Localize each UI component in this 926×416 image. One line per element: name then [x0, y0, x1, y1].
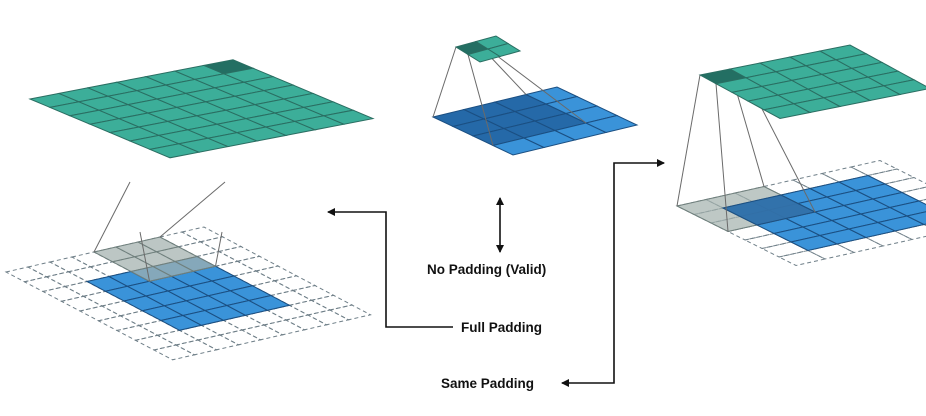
full-padding-input-padding-cell	[23, 276, 67, 293]
full-padding-input-padding-cell	[310, 294, 354, 311]
full-padding-input-padding-cell	[217, 245, 261, 262]
full-padding-output-layer	[28, 59, 375, 159]
full-padding-projection-lines	[93, 181, 226, 282]
no-padding-projection-line	[432, 46, 457, 118]
same-padding-projection-line	[676, 74, 701, 207]
same-padding-input-padding-cell	[849, 159, 899, 177]
same-padding-input-padding-cell	[777, 249, 827, 267]
full-padding-input-padding-cell	[306, 309, 350, 326]
no-padding-valid-label: No Padding (Valid)	[427, 262, 547, 277]
no-padding-projection-lines	[432, 41, 587, 146]
full-padding-input-padding-cell	[156, 329, 200, 346]
full-padding-input-padding-cell	[152, 344, 196, 361]
full-padding-input-padding-cell	[45, 271, 89, 288]
full-padding-input-padding-cell	[134, 334, 178, 351]
full-padding-kernel	[92, 236, 217, 282]
full-padding-projection-line	[139, 231, 150, 282]
full-padding-kernel-grid-line	[112, 246, 179, 263]
full-padding-connector-arrow	[327, 208, 453, 328]
same-padding-input-padding-cell	[806, 243, 856, 260]
full-padding-input-padding-cell	[180, 226, 224, 243]
connector-arrows	[327, 159, 665, 387]
no-padding-output-cell	[486, 42, 522, 58]
same-padding-input-padding-cell	[893, 223, 926, 241]
no-padding-input-cell	[584, 114, 639, 134]
same-padding-input-padding-cell	[760, 241, 810, 258]
same-padding-output-cell	[882, 79, 926, 96]
full-padding-input-padding-cell	[291, 284, 335, 301]
same-padding-connector-arrow	[561, 159, 665, 387]
same-padding-input-padding-cell	[864, 230, 914, 247]
no-padding-projection-line	[467, 54, 494, 146]
same-padding-input-padding-cell	[791, 172, 841, 190]
full-padding-input-padding-cell	[273, 275, 317, 292]
full-padding-kernel-grid-line	[115, 246, 172, 277]
full-padding-input-padding-cell	[288, 299, 332, 316]
same-padding-diagram	[675, 44, 926, 267]
no-padding-input-layer	[431, 86, 639, 156]
same-padding-input-layer	[675, 159, 926, 267]
full-padding-output-cell	[322, 109, 375, 125]
full-padding-projection-line	[215, 231, 223, 267]
same-padding-input-padding-cell	[726, 224, 776, 241]
same-padding-input-padding-cell	[743, 232, 793, 250]
full-padding-kernel-grid-line	[137, 241, 194, 272]
full-padding-projection-line	[159, 181, 226, 238]
full-padding-input-padding-cell	[48, 256, 92, 273]
full-padding-input-padding-cell	[218, 329, 262, 346]
full-padding-input-padding-cell	[4, 266, 48, 283]
full-padding-label: Full Padding	[461, 320, 542, 335]
no-padding-projection-line	[487, 48, 587, 124]
full-padding-input-padding-cell	[26, 261, 70, 278]
full-padding-input-padding-cell	[196, 334, 240, 351]
full-padding-input-padding-cell	[254, 265, 298, 282]
same-padding-label: Same Padding	[441, 376, 535, 391]
same-padding-output-layer	[698, 44, 926, 120]
same-padding-input-cell	[905, 211, 926, 226]
full-padding-input-padding-cell	[328, 304, 372, 321]
full-padding-input-padding-cell	[60, 295, 104, 312]
no-padding-output-layer	[454, 35, 522, 63]
full-padding-input-padding-cell	[240, 324, 284, 341]
full-padding-input-layer	[4, 226, 372, 361]
full-padding-input-padding-cell	[284, 314, 328, 331]
full-padding-input-padding-cell	[97, 315, 141, 332]
same-padding-input-padding-cell	[820, 166, 870, 183]
full-padding-diagram	[4, 59, 375, 361]
full-padding-kernel-grid-line	[130, 256, 198, 272]
same-padding-projection-line	[715, 83, 729, 232]
full-padding-input-padding-cell	[262, 319, 306, 336]
full-padding-input-padding-cell	[236, 255, 280, 272]
full-padding-input-padding-cell	[174, 339, 218, 356]
full-padding-input-padding-cell	[78, 305, 122, 322]
full-padding-projection-line	[93, 181, 131, 253]
full-padding-input-cell	[247, 294, 291, 311]
same-padding-input-cell	[888, 200, 926, 217]
no-padding-diagram	[431, 35, 639, 156]
same-padding-input-padding-cell	[835, 236, 885, 254]
full-padding-input-padding-cell	[115, 324, 159, 341]
full-padding-input-padding-cell	[41, 285, 85, 302]
